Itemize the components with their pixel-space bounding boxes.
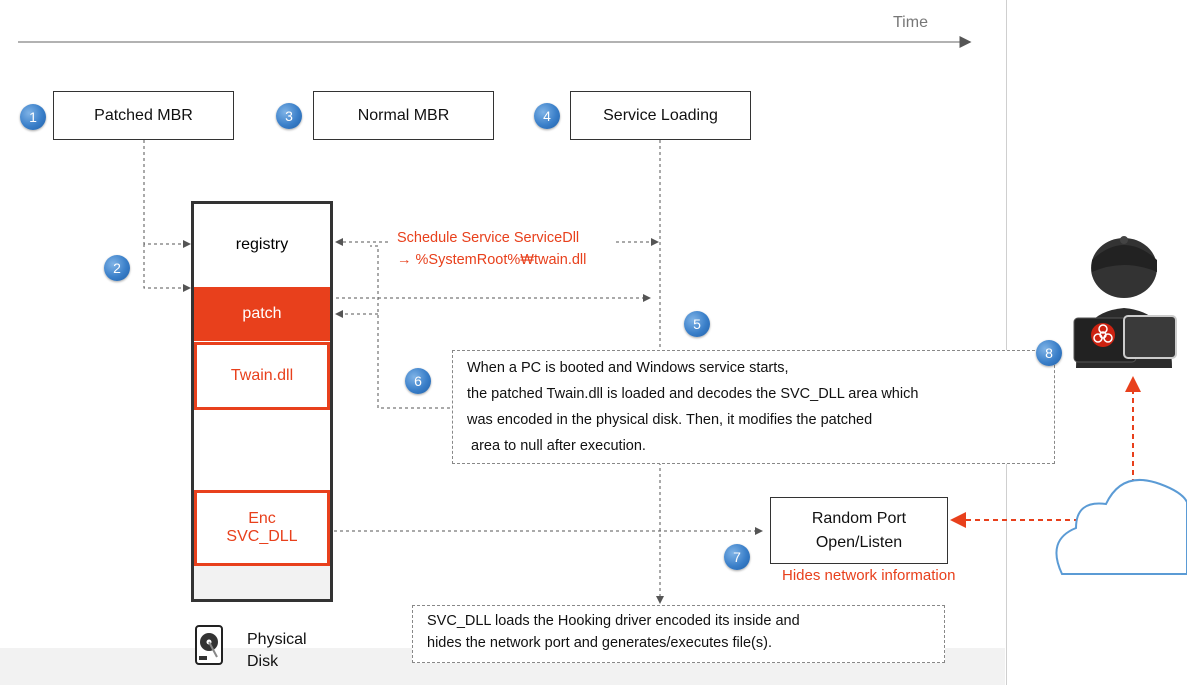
physical-disk-line2: Disk (247, 653, 279, 670)
random-port-line2: Open/Listen (815, 533, 903, 551)
note-step5: When a PC is booted and Windows service … (452, 350, 1055, 464)
disk-enc-label: Enc (248, 510, 276, 527)
physical-disk-caption: Physical Disk (247, 629, 307, 673)
step-7-badge: 7 (724, 544, 750, 570)
cloud-icon (1050, 462, 1187, 580)
disk-registry-label: registry (235, 236, 289, 253)
disk-patch-label: patch (242, 305, 282, 322)
step-8-badge: 8 (1036, 340, 1062, 366)
patched-mbr-label: Patched MBR (94, 106, 193, 124)
disk-twain-label: Twain.dll (230, 367, 294, 384)
note5-line1: When a PC is booted and Windows service … (467, 360, 789, 376)
step-1-badge: 1 (20, 104, 46, 130)
step-4-badge: 4 (534, 103, 560, 129)
step-5-badge: 5 (684, 311, 710, 337)
physical-disk-line1: Physical (247, 631, 307, 648)
hard-disk-icon (195, 625, 223, 665)
divider-line (1006, 0, 1007, 685)
disk-bottom-strip (194, 566, 330, 599)
step-6-badge: 6 (405, 368, 431, 394)
service-loading-box: Service Loading (570, 91, 751, 140)
disk-registry: registry (194, 204, 330, 286)
service-loading-label: Service Loading (603, 106, 718, 124)
random-port-line1: Random Port (811, 509, 907, 527)
note-bottom-line1: SVC_DLL loads the Hooking driver encoded… (427, 613, 800, 629)
disk-patch: patch (194, 287, 330, 341)
disk-twain: Twain.dll (194, 342, 330, 410)
normal-mbr-box: Normal MBR (313, 91, 494, 140)
biohazard-icon (1090, 322, 1116, 348)
time-label: Time (893, 14, 928, 31)
normal-mbr-label: Normal MBR (357, 106, 450, 124)
note-svc-dll: SVC_DLL loads the Hooking driver encoded… (412, 605, 945, 663)
note5-line2: the patched Twain.dll is loaded and deco… (467, 386, 919, 402)
note5-line3: was encoded in the physical disk. Then, … (467, 412, 873, 428)
step-2-badge: 2 (104, 255, 130, 281)
step-3-badge: 3 (276, 103, 302, 129)
disk-block (191, 201, 333, 602)
hacker-icon (1062, 220, 1182, 370)
patched-mbr-box: Patched MBR (53, 91, 234, 140)
note5-line4: area to null after execution. (467, 438, 646, 454)
hides-network-text: Hides network information (782, 567, 956, 584)
schedule-line1: Schedule Service ServiceDll (397, 230, 580, 246)
schedule-service-text: Schedule Service ServiceDll → %SystemRoo… (397, 227, 586, 271)
schedule-line2: → %SystemRoot%₩twain.dll (397, 252, 587, 268)
disk-enc-svc-dll: Enc SVC_DLL (194, 490, 330, 566)
disk-svc-dll-label: SVC_DLL (226, 528, 298, 545)
random-port-box: Random Port Open/Listen (770, 497, 948, 564)
note-bottom-line2: hides the network port and generates/exe… (427, 635, 772, 651)
